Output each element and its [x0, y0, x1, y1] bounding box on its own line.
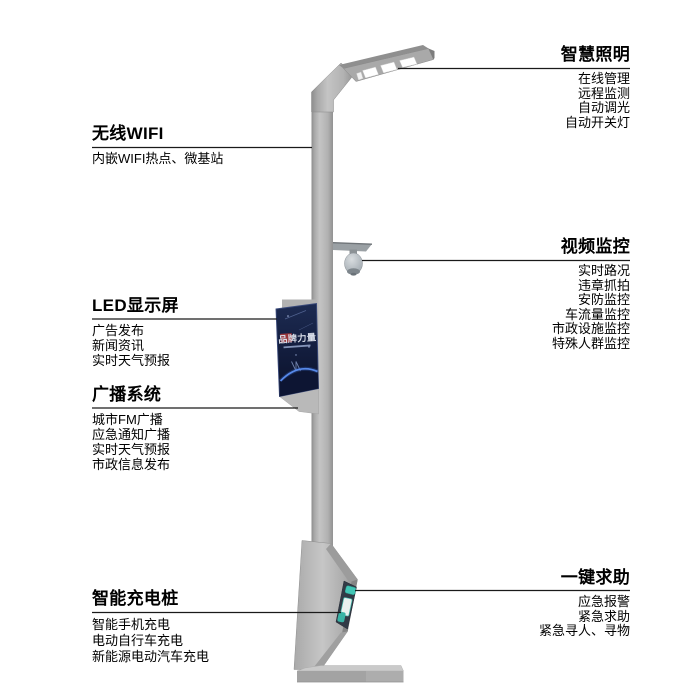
section-sos: 一键求助 应急报警 紧急求助 紧急寻人、寻物: [539, 568, 630, 639]
list-item: 内嵌WIFI热点、微基站: [92, 151, 224, 166]
section-sos-title: 一键求助: [560, 568, 630, 587]
leader-lines: [92, 67, 630, 614]
section-sos-items: 应急报警 紧急求助 紧急寻人、寻物: [538, 594, 630, 639]
list-item: 应急报警: [577, 594, 630, 609]
list-item: 紧急求助: [577, 608, 630, 624]
section-lighting: 智慧照明 在线管理 远程监测 自动调光 自动开关灯: [561, 45, 630, 130]
section-video-items: 实时路况 违章抓拍 安防监控 车流量监控 市政设施监控 特殊人群监控: [551, 263, 630, 352]
list-item: 应急通知广播: [92, 427, 171, 442]
section-lighting-items: 在线管理 远程监测 自动调光 自动开关灯: [561, 71, 630, 130]
section-charging-items: 智能手机充电 电动自行车充电 新能源电动汽车充电: [92, 617, 209, 666]
list-item: 特殊人群监控: [551, 335, 630, 351]
section-wifi-title: 无线WIFI: [92, 124, 164, 143]
base-plate: [296, 665, 404, 683]
section-wifi-items: 内嵌WIFI热点、微基站: [92, 151, 223, 166]
section-broadcast-title: 广播系统: [92, 385, 162, 404]
list-item: 电动自行车充电: [92, 633, 184, 649]
charging-cabinet: [293, 540, 404, 683]
list-item: 新能源电动汽车充电: [92, 649, 210, 665]
section-led-items: 广告发布 新闻资讯 实时天气预报: [92, 323, 179, 368]
section-wifi: 无线WIFI 内嵌WIFI热点、微基站: [92, 124, 223, 166]
pole-shaft: [311, 96, 333, 546]
list-item: 新闻资讯: [92, 338, 145, 353]
list-item: 实时路况: [577, 263, 630, 278]
list-item: 远程监测: [577, 85, 630, 101]
list-item: 违章抓拍: [577, 277, 630, 293]
list-item: 实时天气预报: [92, 353, 171, 368]
section-broadcast: 广播系统 城市FM广播 应急通知广播 实时天气预报 市政信息发布: [92, 385, 170, 472]
list-item: 实时天气预报: [92, 442, 171, 457]
list-item: 城市FM广播: [92, 412, 163, 427]
list-item: 市政信息发布: [92, 457, 171, 472]
section-broadcast-items: 城市FM广播 应急通知广播 实时天气预报 市政信息发布: [92, 412, 170, 472]
led-display-screen: 品牌力量: [275, 299, 319, 415]
section-video: 视频监控 实时路况 违章抓拍 安防监控 车流量监控 市政设施监控 特殊人群监控: [552, 237, 630, 352]
list-item: 车流量监控: [564, 306, 630, 322]
list-item: 自动开关灯: [564, 114, 630, 130]
list-item: 智能手机充电: [92, 617, 171, 632]
surveillance-camera: [332, 242, 373, 276]
lamp-head: [311, 45, 435, 113]
section-charging-title: 智能充电桩: [92, 589, 179, 608]
lamp-led-windows: [356, 56, 418, 81]
section-charging: 智能充电桩 智能手机充电 电动自行车充电 新能源电动汽车充电: [92, 589, 209, 666]
list-item: 紧急寻人、寻物: [538, 623, 630, 639]
section-lighting-title: 智慧照明: [560, 45, 630, 64]
list-item: 自动调光: [577, 100, 630, 116]
list-item: 安防监控: [577, 292, 630, 308]
list-item: 广告发布: [92, 323, 145, 338]
screen-title-text: 品牌力量: [278, 331, 317, 345]
section-led-title: LED显示屏: [92, 296, 179, 315]
section-video-title: 视频监控: [560, 237, 630, 256]
list-item: 在线管理: [577, 71, 630, 86]
list-item: 市政设施监控: [551, 321, 630, 337]
section-led-display: LED显示屏 广告发布 新闻资讯 实时天气预报: [92, 296, 179, 368]
charging-interface-panel: [335, 580, 357, 630]
